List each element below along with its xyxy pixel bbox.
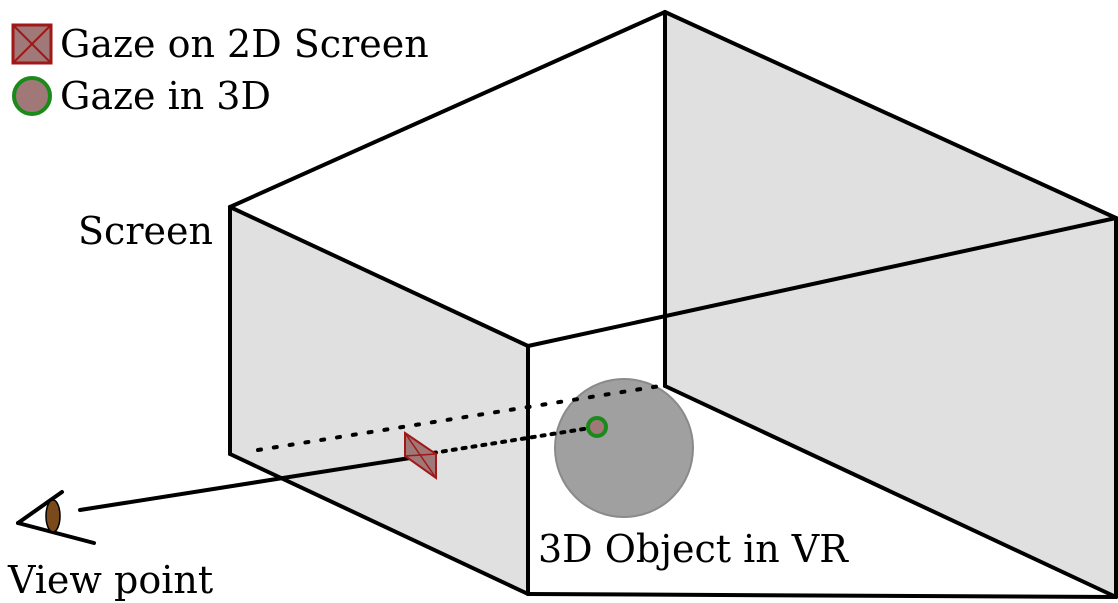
- left-screen-wall: [230, 207, 528, 594]
- legend-label-gaze-3d: Gaze in 3D: [60, 74, 271, 118]
- viewpoint-label: View point: [8, 558, 214, 602]
- legend-label-gaze-2d: Gaze on 2D Screen: [60, 22, 429, 66]
- dotted-gaze-ray: [431, 426, 592, 455]
- legend-item-gaze-2d: Gaze on 2D Screen: [10, 22, 429, 66]
- gaze-3d-legend-icon: [12, 76, 52, 116]
- right-wall: [665, 12, 1116, 597]
- gaze-2d-marker-icon: [404, 431, 437, 480]
- 3d-object-sphere: [554, 378, 694, 518]
- object-label: 3D Object in VR: [538, 527, 848, 571]
- dotted-back-line: [256, 384, 662, 452]
- gaze-2d-legend-icon: [11, 23, 53, 65]
- gaze-3d-marker-icon: [586, 416, 608, 438]
- screen-label: Screen: [78, 209, 213, 253]
- view-ray: [78, 456, 412, 512]
- legend-item-gaze-3d: Gaze in 3D: [10, 74, 271, 118]
- eye-icon: [16, 490, 96, 545]
